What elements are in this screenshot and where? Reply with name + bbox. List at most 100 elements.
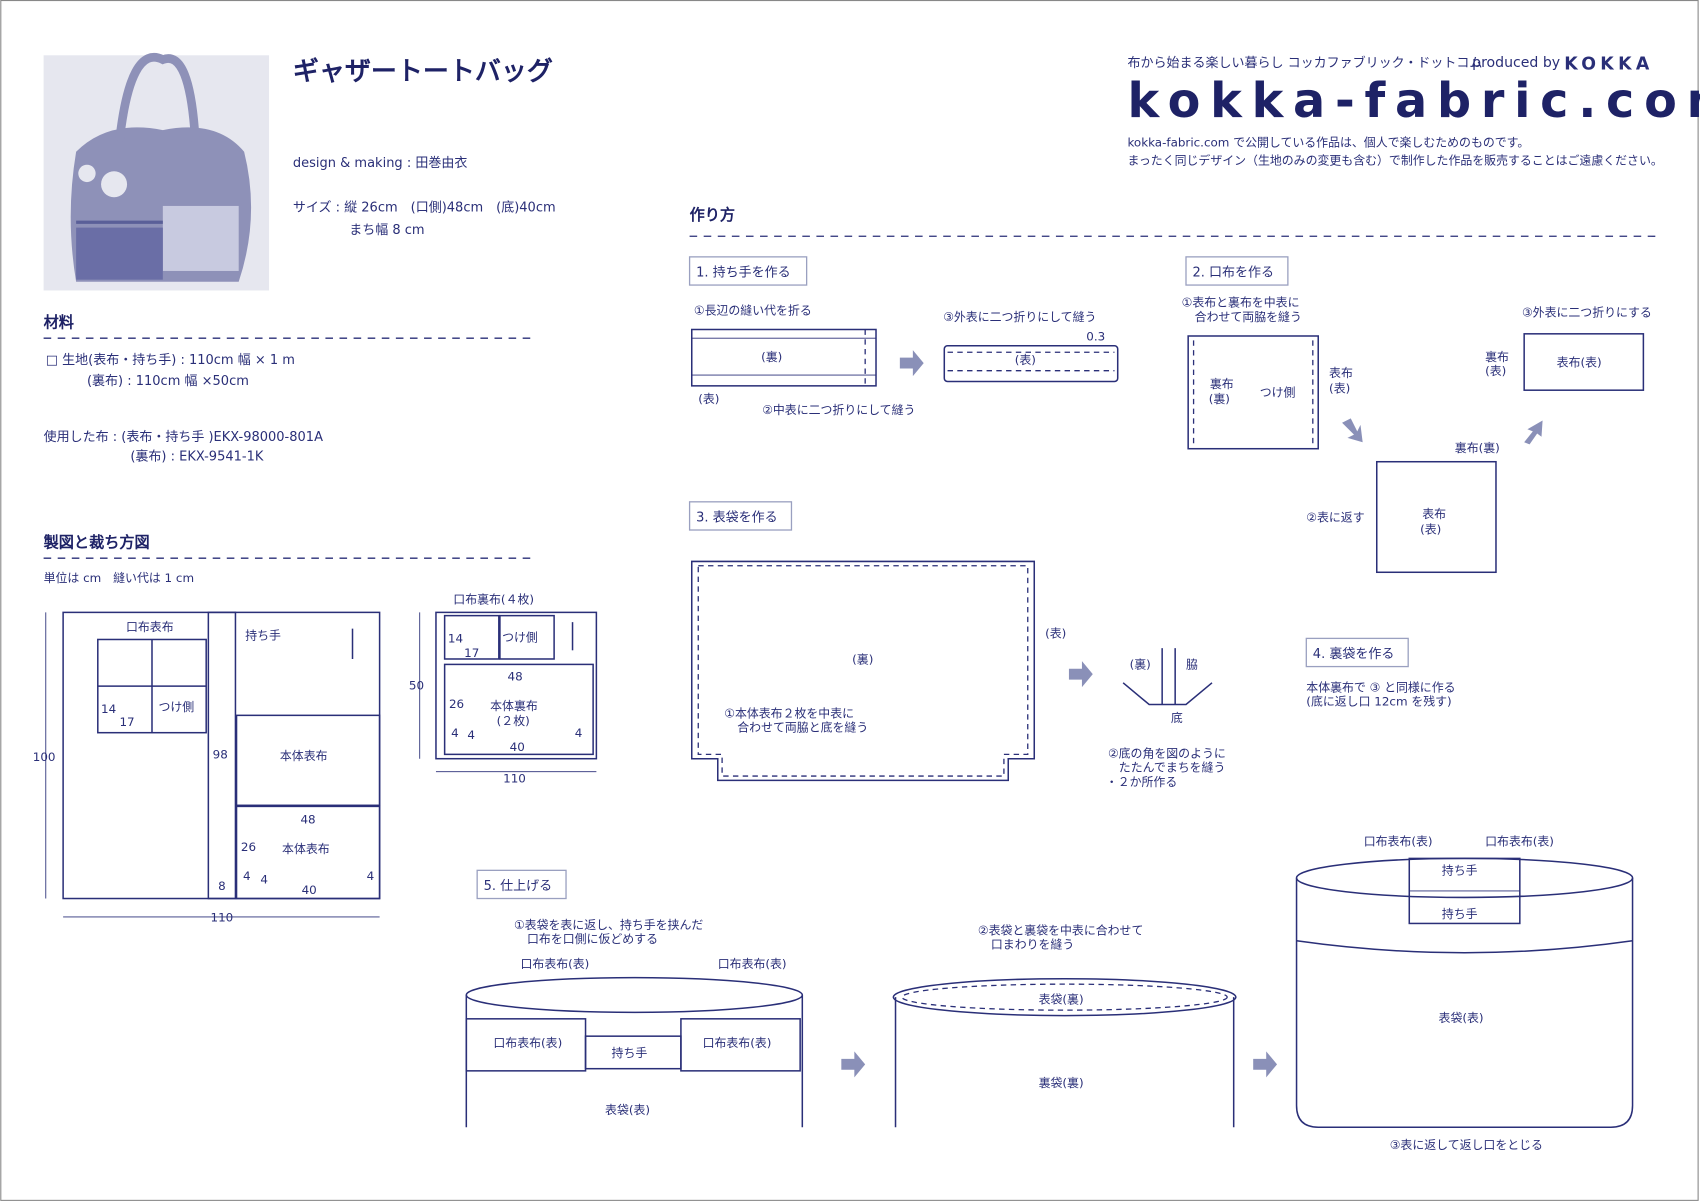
step-5-title: 5. 仕上げる <box>484 879 553 894</box>
notice-line-1: kokka-fabric.com で公開している作品は、個人で楽しむためのもので… <box>1127 135 1529 149</box>
dim-4: 4 <box>451 726 459 740</box>
label-hontai-omote: 本体表布 <box>280 749 328 763</box>
material-line-2: (裏布) : 110cm 幅 ×50cm <box>87 374 249 389</box>
dim-4: 4 <box>243 869 251 883</box>
notice-line-2: まったく同じデザイン（生地のみの変更も含む）で制作した作品を販売することはご遠慮… <box>1127 154 1662 168</box>
step-5-note-a2: 口布を口側に仮どめする <box>527 932 658 946</box>
step-4-note-a1: 本体裏布で ③ と同様に作る <box>1306 681 1455 695</box>
step-2-omote: (表) <box>1329 381 1350 395</box>
step-5-urabukuro-ura: 裏袋(裏) <box>1039 1076 1084 1090</box>
step-5-omotebukuro-ura: 表袋(裏) <box>1039 993 1084 1007</box>
cutting-layout-lining: 口布裏布(４枚) 14 17 つけ側 50 48 26 本体裏布 (２枚) 4 … <box>409 593 598 786</box>
step-4-title: 4. 裏袋を作る <box>1313 647 1395 662</box>
step-1-ura: (裏) <box>761 350 782 364</box>
step-1-width: 0.3 <box>1086 329 1105 343</box>
step-2-note-a2: 合わせて両脇を縫う <box>1195 310 1302 324</box>
step-2-tsuke: つけ側 <box>1260 386 1296 400</box>
produced-by: produced by <box>1472 55 1560 71</box>
step-3-note-a2: 合わせて両脇と底を縫う <box>737 721 868 735</box>
step-5-omotebukuro-2: 表袋(表) <box>1439 1011 1484 1025</box>
kokka-wordmark: KOKKA <box>1564 54 1653 74</box>
cutting-heading: 製図と裁ち方図 <box>43 533 150 551</box>
dim-110: 110 <box>211 910 234 924</box>
step-2-title: 2. 口布を作る <box>1192 265 1274 280</box>
label-tsukegawa: つけ側 <box>158 700 194 714</box>
dim-48: 48 <box>508 670 523 684</box>
howto-heading: 作り方 <box>690 206 735 224</box>
step-2-omotefu-2: 表布 <box>1422 507 1446 521</box>
material-line-1: □ 生地(表布・持ち手) : 110cm 幅 × 1 m <box>46 353 295 368</box>
label-tsukegawa: つけ側 <box>502 631 538 645</box>
step-3-soko: 底 <box>1171 711 1183 725</box>
step-1-note-c: ③外表に二つ折りにして縫う <box>943 310 1096 324</box>
step-2-ura: (裏) <box>1209 392 1230 406</box>
site-logo[interactable]: kokka-fabric.com <box>1127 74 1700 129</box>
dim-17: 17 <box>119 715 134 729</box>
step-2-omote-2: (表) <box>1420 522 1441 536</box>
step-5-note-a1: ①表袋を表に返し、持ち手を挟んだ <box>514 918 703 932</box>
step-5-kuchi-1: 口布表布(表) <box>521 957 590 971</box>
label-hontai-ura: 本体裏布 <box>490 699 538 713</box>
dim-4: 4 <box>575 726 583 740</box>
step-5-note-b2: 口まわりを縫う <box>991 937 1074 951</box>
step-1-note-b: ②中表に二つ折りにして縫う <box>762 403 915 417</box>
size-line-2: まち幅 8 cm <box>349 223 424 238</box>
step-4-box <box>1305 637 1409 668</box>
step-1-note-a: ①長辺の縫い代を折る <box>694 303 812 317</box>
step-1-box <box>688 256 808 286</box>
arrow-right-icon <box>1068 661 1093 688</box>
step-2-urafu: 裏布 <box>1210 377 1234 391</box>
dim-110: 110 <box>503 772 526 786</box>
dim-4: 4 <box>260 872 268 886</box>
brand-tagline: 布から始まる楽しい暮らし コッカファブリック・ドットコム <box>1127 55 1482 71</box>
step-5-kuchi-4: 口布表布(表) <box>703 1036 772 1050</box>
arrow-right-icon <box>841 1051 866 1078</box>
step-1-title: 1. 持ち手を作る <box>696 265 791 280</box>
label-hontai-ura-count: (２枚) <box>497 714 530 728</box>
step-2-urafu-3: 裏布 <box>1485 350 1509 364</box>
label-mochite: 持ち手 <box>245 628 281 642</box>
dim-40: 40 <box>302 883 317 897</box>
label-kuchi-omote: 口布表布 <box>126 620 174 634</box>
step-5-kuchi-3: 口布表布(表) <box>493 1036 562 1050</box>
step-2-note-c: ③外表に二つ折りにする <box>1522 305 1652 319</box>
step-5-note-c: ③表に返して返し口をとじる <box>1390 1138 1543 1152</box>
step-3-note-b3: ・２か所作る <box>1106 775 1177 789</box>
label-hontai-omote-2: 本体表布 <box>282 842 330 856</box>
step-5-box <box>476 869 567 900</box>
page-title: ギャザートートバッグ <box>293 57 553 87</box>
size-line-1: サイズ : 縦 26cm (口側)48cm (底)40cm <box>293 199 556 215</box>
step-5-mochite: 持ち手 <box>612 1046 648 1060</box>
step-3-note-a1: ①本体表布２枚を中表に <box>724 707 854 721</box>
step-1-omote: (表) <box>698 392 719 406</box>
dim-98: 98 <box>213 748 228 762</box>
cutting-layout-outer: 口布表布 持ち手 つけ側 14 17 98 100 本体表布 48 26 本体表… <box>33 611 381 924</box>
bag-photo <box>43 53 270 291</box>
step-5-kuchi-2: 口布表布(表) <box>718 957 787 971</box>
unit-note: 単位は cm 縫い代は 1 cm <box>44 571 194 585</box>
arrow-right-icon <box>899 350 924 377</box>
step-2-omotefu-omote: 表布(表) <box>1557 355 1602 369</box>
step-2-note-b: ②表に返す <box>1306 510 1364 524</box>
step-2-omotefu: 表布 <box>1329 366 1353 380</box>
step-2-note-a1: ①表布と裏布を中表に <box>1182 296 1300 310</box>
step-3-waki: 脇 <box>1186 658 1198 672</box>
dim-14: 14 <box>101 702 116 716</box>
dim-26: 26 <box>241 840 256 854</box>
step-5-kuchi-6: 口布表布(表) <box>1485 834 1554 848</box>
step-3-omote: (表) <box>1045 626 1066 640</box>
step-5-note-b1: ②表袋と裏袋を中表に合わせて <box>978 923 1143 937</box>
dim-8: 8 <box>218 879 226 893</box>
step-3-note-b2: たたんでまちを縫う <box>1119 761 1226 775</box>
step-5-kuchi-5: 口布表布(表) <box>1364 834 1433 848</box>
step-3-corner-ura: (裏) <box>1130 658 1151 672</box>
dim-100: 100 <box>33 750 56 764</box>
dim-4: 4 <box>467 728 475 742</box>
step-5-omotebukuro: 表袋(表) <box>605 1103 650 1117</box>
used-fabric-1: 使用した布 : (表布・持ち手 )EKX-98000-801A <box>44 429 323 445</box>
dim-14: 14 <box>448 632 463 646</box>
label-kuchi-ura: 口布裏布(４枚) <box>453 593 534 607</box>
dim-48: 48 <box>300 813 315 827</box>
used-fabric-2: (裏布) : EKX-9541-1K <box>130 450 264 465</box>
